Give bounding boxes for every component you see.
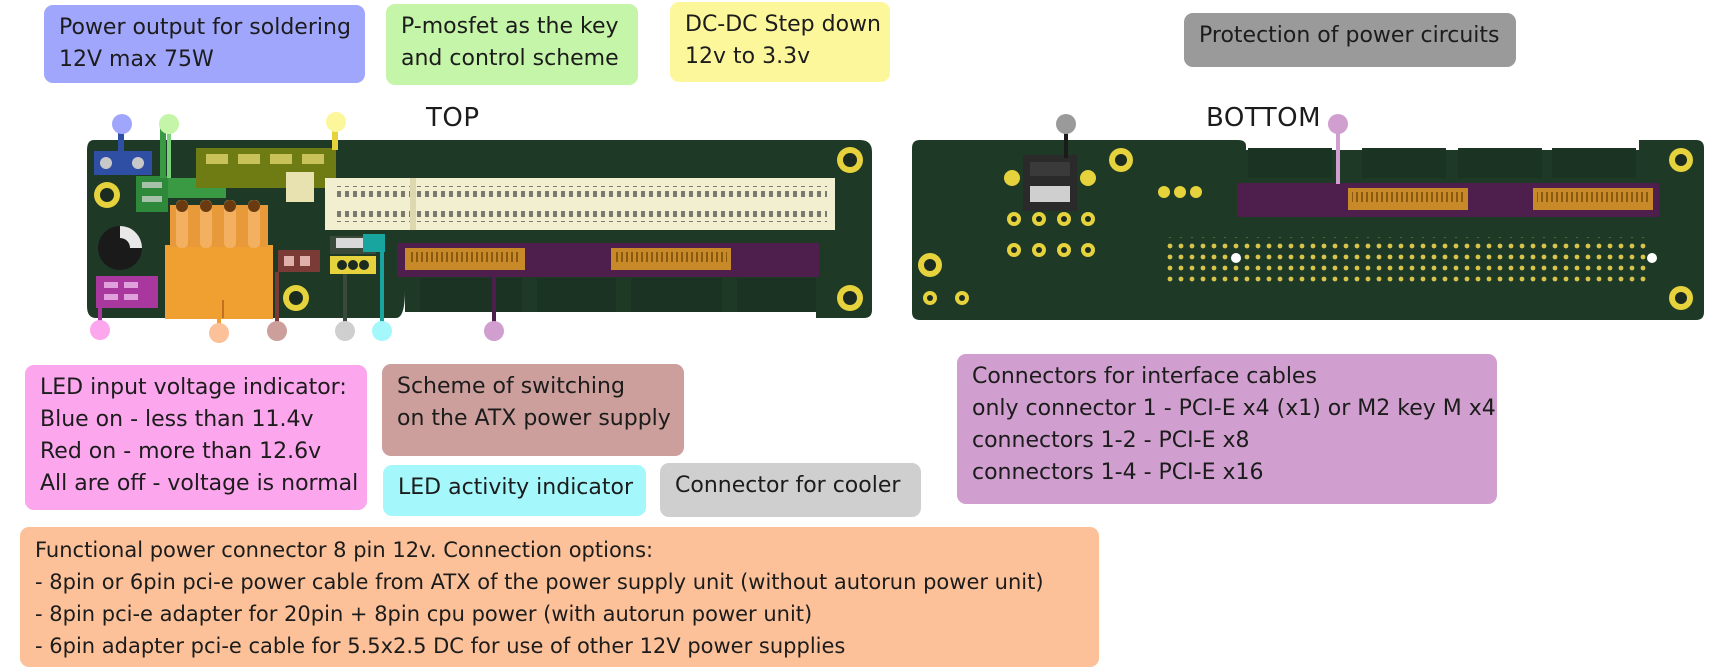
interface-connector-strip — [397, 243, 819, 277]
callout-line: on the ATX power supply — [397, 406, 671, 431]
callout-power-connector: Functional power connector 8 pin 12v. Co… — [20, 527, 1099, 667]
protection-component — [1004, 155, 1096, 257]
callout-line: 12V max 75W — [59, 47, 214, 72]
top-board — [87, 128, 872, 319]
pad-grid — [1166, 237, 1646, 283]
mounting-hole — [283, 285, 309, 311]
callout-line: - 6pin adapter pci-e cable for 5.5x2.5 D… — [35, 634, 846, 658]
mounting-hole — [923, 291, 937, 305]
callout-pmosfet: P-mosfet as the key and control scheme — [386, 4, 638, 85]
bottom-board-label: BOTTOM — [1206, 103, 1322, 133]
callout-power-output: Power output for soldering 12V max 75W — [44, 5, 365, 83]
callout-line: LED input voltage indicator: — [40, 375, 347, 400]
callout-line: and control scheme — [401, 46, 619, 71]
leader-cooler — [335, 274, 355, 341]
callout-protection: Protection of power circuits — [1184, 13, 1516, 67]
callout-line: Functional power connector 8 pin 12v. Co… — [35, 538, 654, 562]
bottom-interface-strip — [1237, 183, 1659, 217]
edge-finger-2 — [537, 278, 616, 312]
leader-atx-switching — [267, 272, 287, 341]
callout-line: connectors 1-4 - PCI-E x16 — [972, 460, 1264, 485]
pcie-slot — [325, 178, 835, 230]
callout-line: Power output for soldering — [59, 15, 351, 40]
bottom-board — [912, 140, 1704, 320]
callout-atx-switching: Scheme of switching on the ATX power sup… — [382, 364, 684, 456]
callout-interface-connectors: Connectors for interface cables only con… — [957, 354, 1497, 504]
callout-line: Scheme of switching — [397, 374, 625, 399]
leader-protection — [1056, 114, 1076, 158]
callout-line: P-mosfet as the key — [401, 14, 619, 39]
callout-led-activity: LED activity indicator — [383, 465, 646, 516]
atx-switching-area — [278, 250, 320, 272]
mounting-hole — [1669, 148, 1693, 172]
edge-finger-1 — [420, 278, 522, 312]
led-voltage-area — [96, 276, 158, 308]
callout-line: Protection of power circuits — [1199, 23, 1500, 48]
callout-line: only connector 1 - PCI-E x4 (x1) or M2 k… — [972, 396, 1496, 421]
mounting-hole — [1669, 286, 1693, 310]
edge-finger-3 — [631, 278, 722, 312]
edge-finger — [1458, 148, 1542, 178]
callout-led-voltage: LED input voltage indicator: Blue on - l… — [25, 365, 367, 510]
leader-pmosfet — [159, 114, 179, 178]
mounting-hole — [1109, 148, 1133, 172]
leader-dcdc — [326, 112, 346, 150]
edge-finger-4 — [737, 278, 816, 312]
mounting-hole — [94, 182, 120, 208]
callout-line: Red on - more than 12.6v — [40, 439, 322, 464]
callout-line: connectors 1-2 - PCI-E x8 — [972, 428, 1250, 453]
edge-finger — [1362, 148, 1446, 178]
8pin-power-connector — [165, 200, 273, 319]
callout-line: - 8pin or 6pin pci-e power cable from AT… — [35, 570, 1044, 594]
mounting-hole — [918, 253, 942, 277]
led-activity-area — [363, 234, 385, 252]
callout-line: Connectors for interface cables — [972, 364, 1317, 389]
callout-line: DC-DC Step down — [685, 12, 881, 37]
leader-led-voltage — [90, 308, 110, 340]
mounting-hole — [837, 147, 863, 173]
callout-cooler: Connector for cooler — [660, 463, 921, 517]
top-board-label: TOP — [426, 103, 480, 133]
callout-line: 12v to 3.3v — [685, 44, 811, 69]
edge-finger — [1248, 148, 1332, 178]
leader-interface-bottom — [1328, 114, 1348, 184]
mounting-hole — [837, 285, 863, 311]
callout-line: Connector for cooler — [675, 473, 901, 498]
callout-line: LED activity indicator — [398, 475, 634, 500]
leader-interface-top — [484, 277, 504, 341]
mounting-hole — [955, 291, 969, 305]
callout-line: All are off - voltage is normal — [40, 471, 359, 496]
leader-led-activity — [372, 252, 392, 341]
edge-finger — [1552, 148, 1636, 178]
electrolytic-capacitor — [98, 226, 142, 270]
leader-power-output — [112, 114, 132, 152]
callout-line: - 8pin pci-e adapter for 20pin + 8pin cp… — [35, 602, 813, 626]
leader-power-connector — [209, 318, 229, 343]
callout-dcdc: DC-DC Step down 12v to 3.3v — [670, 2, 890, 82]
callout-line: Blue on - less than 11.4v — [40, 407, 314, 432]
